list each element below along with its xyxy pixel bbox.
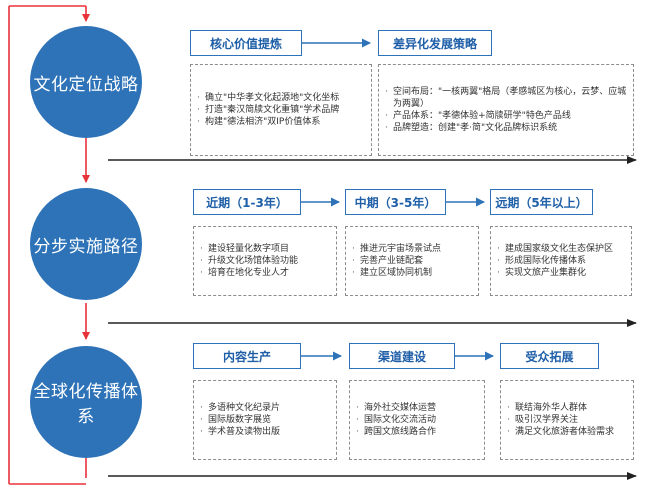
detail-box-long-term: 建成国家级文化生态保护区 形成国际化传播体系 实现文旅产业集群化 bbox=[490, 226, 632, 296]
stage-circle-cultural-positioning: 文化定位战略 bbox=[30, 26, 142, 138]
column-header-content-production: 内容生产 bbox=[193, 343, 301, 369]
list-item: 联结海外华人群体 bbox=[507, 402, 614, 414]
column-header-core-value: 核心价值提炼 bbox=[190, 30, 302, 56]
list-item: 学术普及读物出版 bbox=[200, 426, 280, 438]
stage-circle-global-communication: 全球化传播体系 bbox=[30, 346, 142, 458]
list-item: 国际版数字展览 bbox=[200, 414, 280, 426]
stage-circle-phased-implementation: 分步实施路径 bbox=[30, 188, 142, 300]
list-item: 培育在地化专业人才 bbox=[200, 267, 298, 279]
list-item: 构建"德法相济"双IP价值体系 bbox=[197, 116, 339, 128]
detail-box-mid-term: 推进元宇宙场景试点 完善产业链配套 建立区域协同机制 bbox=[345, 226, 479, 296]
list-item: 品牌塑造：创建"孝·简"文化品牌标识系统 bbox=[385, 122, 627, 134]
list-item: 产品体系："孝德体验+简牍研学"特色产品线 bbox=[385, 110, 627, 122]
column-header-mid-term: 中期（3-5年） bbox=[345, 189, 446, 215]
column-header-differentiation: 差异化发展策略 bbox=[378, 30, 492, 56]
list-item: 升级文化场馆体验功能 bbox=[200, 255, 298, 267]
list-item: 国际文化交流活动 bbox=[356, 414, 436, 426]
list-item: 建设轻量化数字项目 bbox=[200, 243, 298, 255]
list-item: 满足文化旅游者体验需求 bbox=[507, 426, 614, 438]
list-item: 吸引汉学界关注 bbox=[507, 414, 614, 426]
column-header-channel-building: 渠道建设 bbox=[349, 343, 455, 369]
list-item: 实现文旅产业集群化 bbox=[497, 267, 613, 279]
detail-box-audience-expansion: 联结海外华人群体 吸引汉学界关注 满足文化旅游者体验需求 bbox=[500, 380, 634, 460]
list-item: 海外社交媒体运营 bbox=[356, 402, 436, 414]
list-item: 跨国文旅线路合作 bbox=[356, 426, 436, 438]
detail-box-channel-building: 海外社交媒体运营 国际文化交流活动 跨国文旅线路合作 bbox=[349, 380, 485, 460]
list-item: 空间布局："一核两翼"格局（孝感城区为核心，云梦、应城为两翼） bbox=[385, 86, 627, 110]
column-header-long-term: 远期（5年以上） bbox=[490, 189, 593, 215]
list-item: 建成国家级文化生态保护区 bbox=[497, 243, 613, 255]
detail-box-differentiation: 空间布局："一核两翼"格局（孝感城区为核心，云梦、应城为两翼） 产品体系："孝德… bbox=[378, 64, 634, 156]
detail-box-short-term: 建设轻量化数字项目 升级文化场馆体验功能 培育在地化专业人才 bbox=[193, 226, 337, 296]
column-header-audience-expansion: 受众拓展 bbox=[500, 343, 599, 369]
list-item: 确立"中华孝文化起源地"文化坐标 bbox=[197, 92, 339, 104]
detail-box-core-value: 确立"中华孝文化起源地"文化坐标 打造"秦汉简牍文化重镇"学术品牌 构建"德法相… bbox=[190, 64, 372, 156]
list-item: 形成国际化传播体系 bbox=[497, 255, 613, 267]
list-item: 多语种文化纪录片 bbox=[200, 402, 280, 414]
column-header-short-term: 近期（1-3年） bbox=[193, 189, 301, 215]
list-item: 建立区域协同机制 bbox=[352, 267, 441, 279]
list-item: 推进元宇宙场景试点 bbox=[352, 243, 441, 255]
detail-box-content-production: 多语种文化纪录片 国际版数字展览 学术普及读物出版 bbox=[193, 380, 337, 460]
list-item: 完善产业链配套 bbox=[352, 255, 441, 267]
list-item: 打造"秦汉简牍文化重镇"学术品牌 bbox=[197, 104, 339, 116]
